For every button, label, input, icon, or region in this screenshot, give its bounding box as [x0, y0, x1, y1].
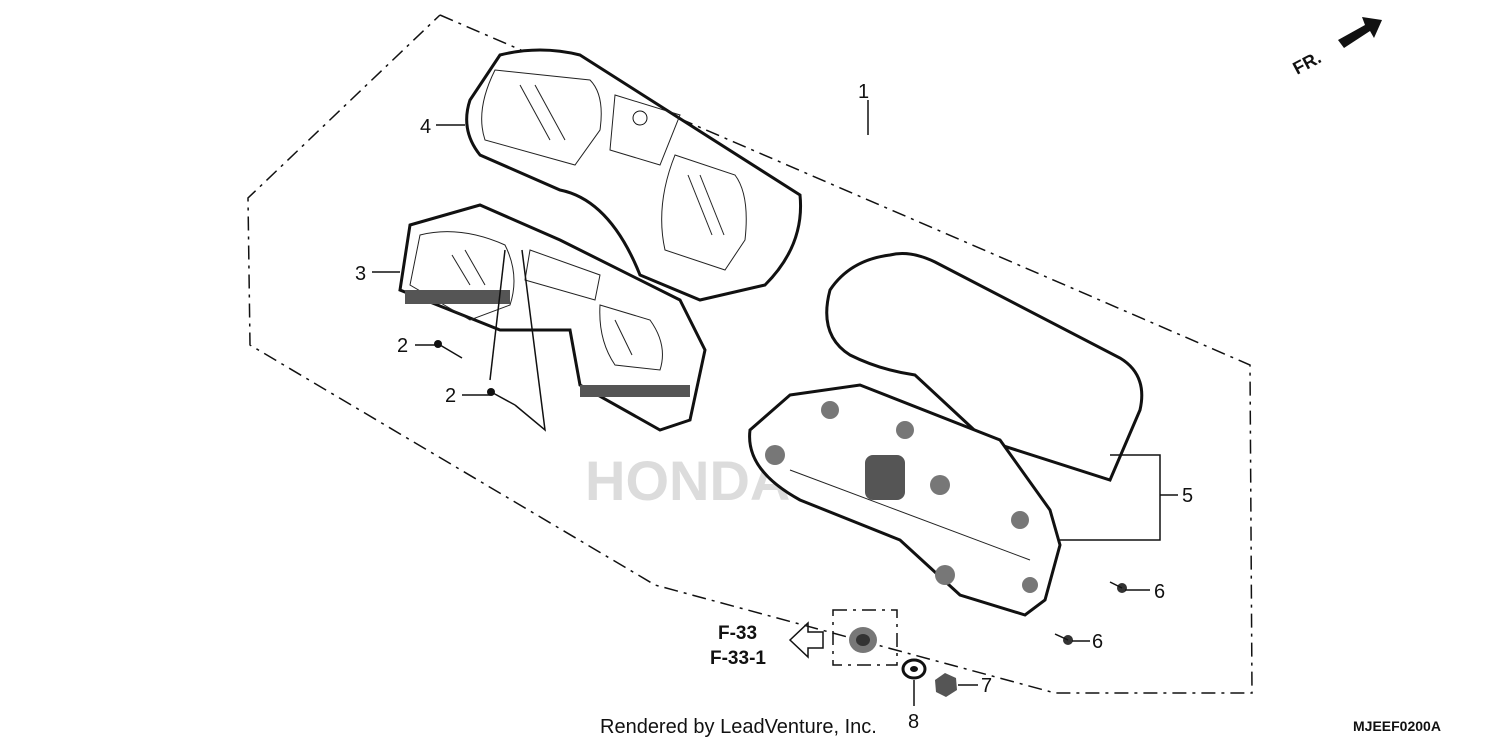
leader-lines: [372, 100, 1178, 706]
label-part-8: 8: [908, 711, 919, 733]
reference-arrow-icon: [788, 621, 824, 659]
label-part-4: 4: [420, 116, 431, 138]
part-3-combination-meter: [398, 203, 707, 432]
front-label: FR.: [1289, 47, 1324, 78]
label-part-7: 7: [981, 675, 992, 697]
reference-link-f33-1[interactable]: F-33-1: [710, 648, 766, 669]
front-direction-indicator: FR.: [1289, 17, 1382, 79]
credit-text: Rendered by LeadVenture, Inc.: [600, 716, 877, 738]
reference-link-f33[interactable]: F-33: [718, 623, 757, 644]
part-8-washer: [901, 658, 927, 680]
label-part-5: 5: [1182, 485, 1193, 507]
label-part-2b: 2: [445, 385, 456, 407]
label-part-1: 1: [858, 81, 869, 103]
label-part-6a: 6: [1154, 581, 1165, 603]
part-6-screws: [1054, 581, 1127, 645]
label-part-2a: 2: [397, 335, 408, 357]
label-part-6b: 6: [1092, 631, 1103, 653]
part-2-screws: [434, 340, 516, 406]
front-arrow-icon: [1338, 17, 1382, 48]
label-part-3: 3: [355, 263, 366, 285]
part-4-meter-visor: [465, 48, 803, 302]
part-7-nut: [935, 673, 957, 697]
diagram-code: MJEEF0200A: [1353, 718, 1441, 734]
connector-part: [832, 609, 898, 666]
part-5-meter-case: [748, 252, 1144, 617]
assembly-boundary: [247, 14, 1253, 694]
